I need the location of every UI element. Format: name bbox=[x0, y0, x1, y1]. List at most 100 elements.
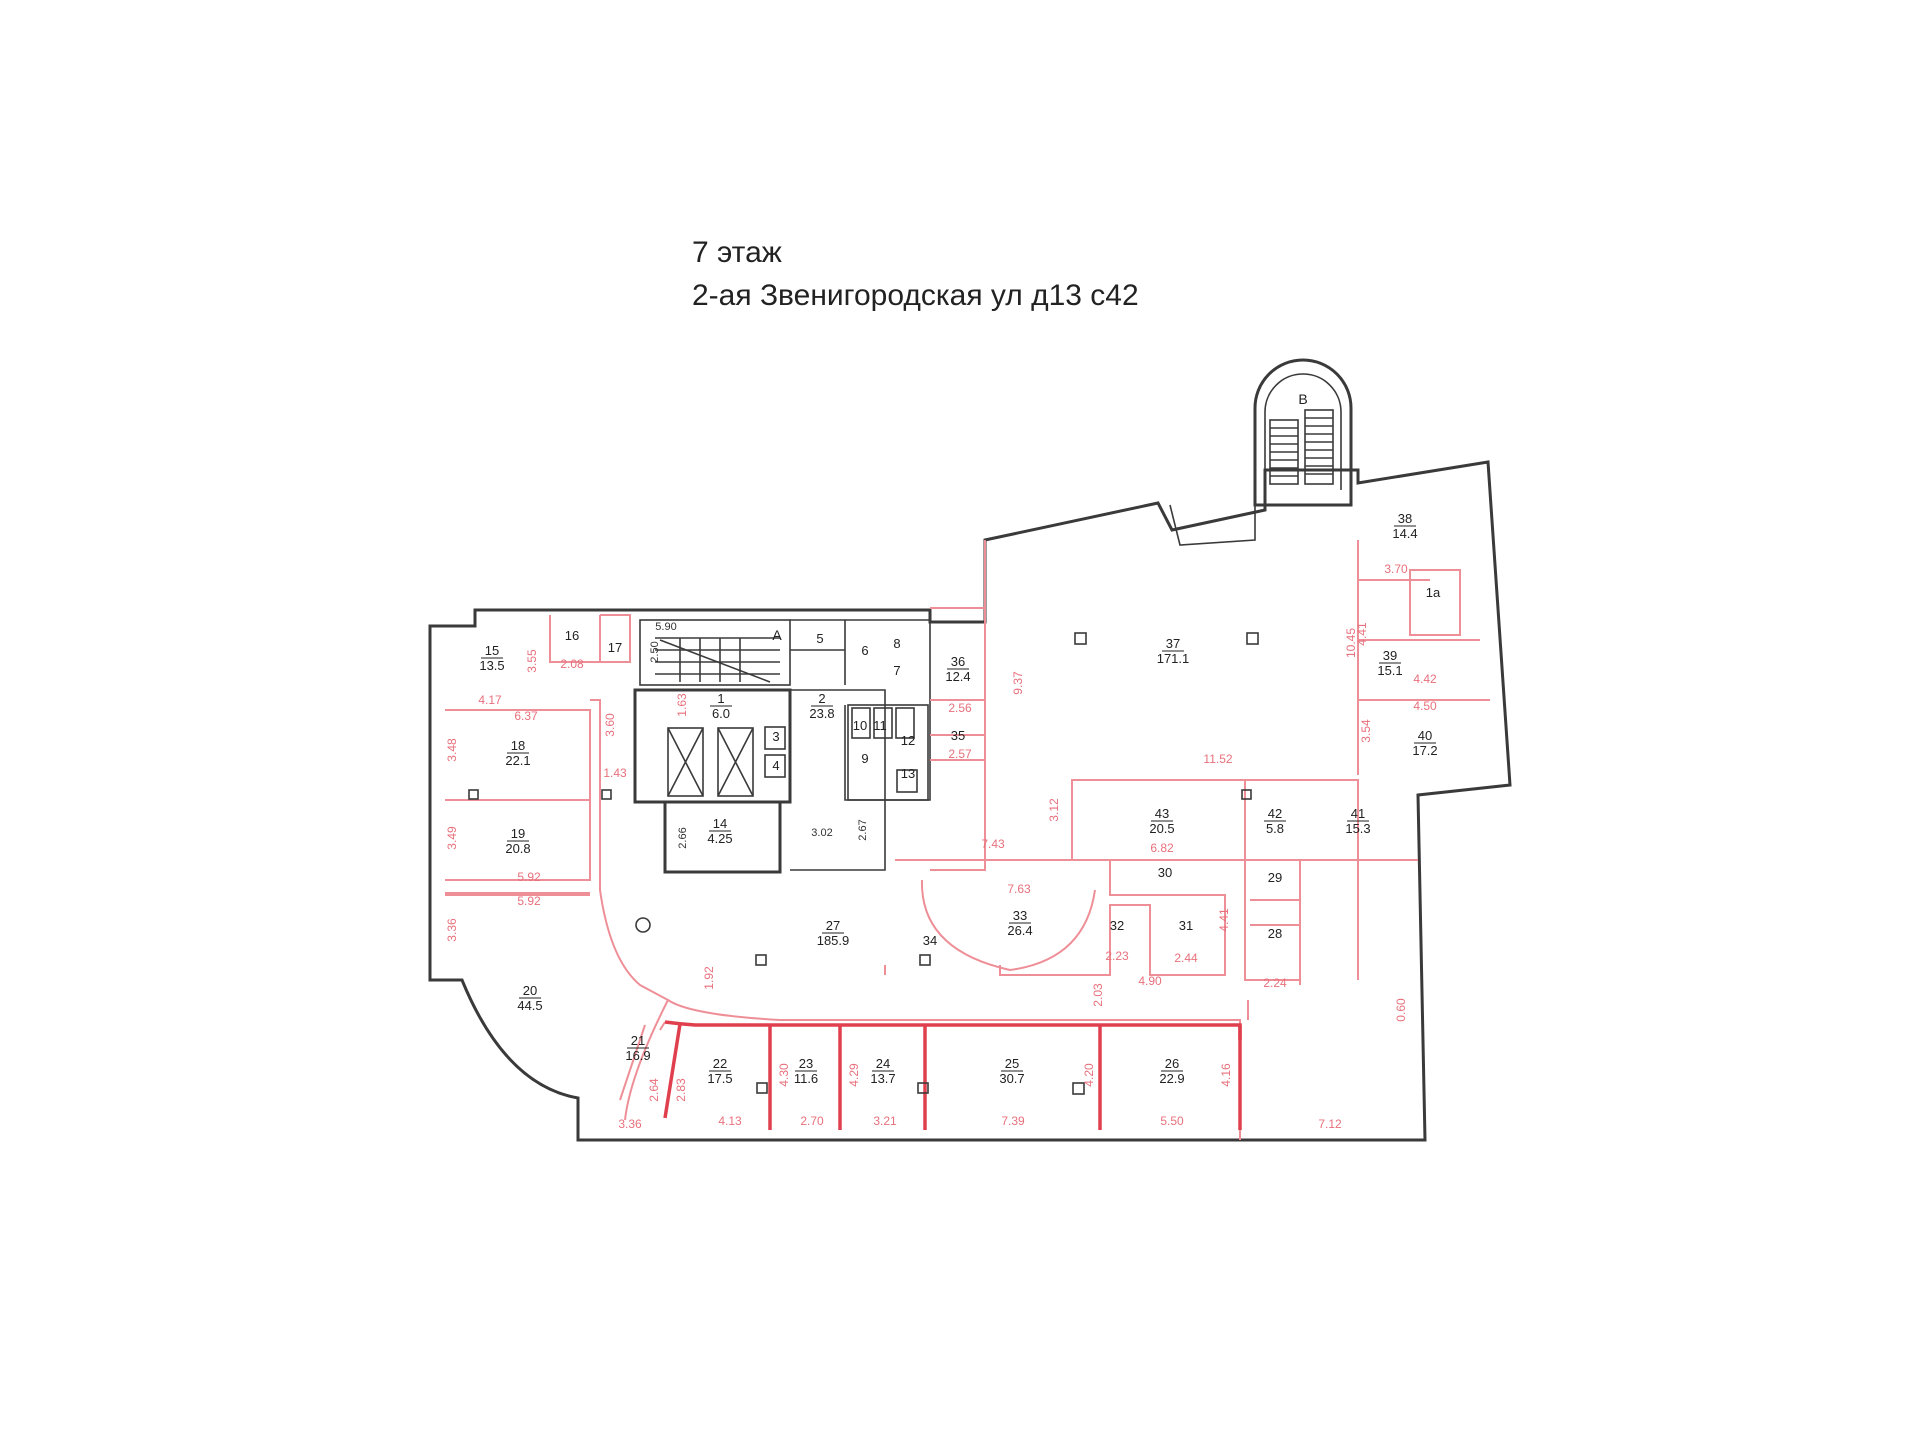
room-area: 20.8 bbox=[505, 841, 530, 856]
dimension-label: 2.67 bbox=[857, 819, 869, 840]
dimension-label: 7.63 bbox=[1007, 882, 1031, 896]
room-number: 8 bbox=[893, 636, 900, 651]
room-area: 30.7 bbox=[999, 1071, 1024, 1086]
office-row bbox=[663, 1020, 1242, 1130]
dimension-label: 2.56 bbox=[948, 701, 972, 715]
room-area: 12.4 bbox=[945, 669, 970, 684]
dimension-label: 2.66 bbox=[677, 827, 689, 848]
room-area: 4.25 bbox=[707, 831, 732, 846]
room-number: 14 bbox=[713, 816, 727, 831]
room-number: 16 bbox=[565, 628, 579, 643]
room-area: 17.5 bbox=[707, 1071, 732, 1086]
room-number: 5 bbox=[816, 631, 823, 646]
dimension-label: 3.21 bbox=[873, 1114, 897, 1128]
room-area: 26.4 bbox=[1007, 923, 1032, 938]
floor-title: 7 этаж bbox=[692, 236, 782, 269]
room-number: 38 bbox=[1398, 511, 1412, 526]
dimension-label: 5.90 bbox=[655, 621, 676, 633]
dimension-label: 4.30 bbox=[777, 1063, 791, 1087]
room-area: 171.1 bbox=[1157, 651, 1190, 666]
room-area: 11.6 bbox=[794, 1071, 818, 1086]
room-number: 28 bbox=[1268, 926, 1282, 941]
room-area: 5.8 bbox=[1266, 821, 1284, 836]
partitions bbox=[445, 540, 1490, 1140]
room-number: 42 bbox=[1268, 806, 1282, 821]
dimension-label: 5.92 bbox=[517, 870, 541, 884]
dimension-label: 4.42 bbox=[1413, 672, 1437, 686]
room-area: 185.9 bbox=[817, 933, 850, 948]
dimension-label: 2.08 bbox=[560, 657, 584, 671]
dimension-label: 1.92 bbox=[702, 966, 716, 990]
room-number: 6 bbox=[861, 643, 868, 658]
dimension-label: 4.41 bbox=[1217, 908, 1231, 932]
dimension-label: 11.52 bbox=[1203, 752, 1232, 766]
dimension-label: 3.02 bbox=[811, 827, 832, 839]
dimension-label: 6.82 bbox=[1150, 841, 1174, 855]
room-area: 13.5 bbox=[479, 658, 504, 673]
stair-b-label: В bbox=[1298, 391, 1307, 407]
room-number: 18 bbox=[511, 738, 525, 753]
room-number: 27 bbox=[826, 918, 840, 933]
room-number: 29 bbox=[1268, 870, 1282, 885]
room-number: 1 bbox=[717, 691, 724, 706]
room-number: 19 bbox=[511, 826, 525, 841]
dimension-label: 4.16 bbox=[1219, 1063, 1233, 1087]
dimension-label: 0.60 bbox=[1394, 998, 1408, 1022]
room-number: 37 bbox=[1166, 636, 1180, 651]
room-area: 20.5 bbox=[1149, 821, 1174, 836]
room-number: 23 bbox=[799, 1056, 813, 1071]
room-number: 25 bbox=[1005, 1056, 1019, 1071]
room-area: 13.7 bbox=[870, 1071, 895, 1086]
dimension-label: 1.63 bbox=[675, 693, 689, 717]
room-number: 22 bbox=[713, 1056, 727, 1071]
dimension-label: 6.37 bbox=[514, 709, 538, 723]
dimension-label: 3.55 bbox=[525, 649, 539, 673]
room-area: 44.5 bbox=[517, 998, 542, 1013]
room-area: 22.1 bbox=[505, 753, 530, 768]
room-number: 20 bbox=[523, 983, 537, 998]
dimension-label: 5.92 bbox=[517, 894, 541, 908]
dimension-label: 3.36 bbox=[618, 1117, 642, 1131]
dimension-label: 2.24 bbox=[1263, 976, 1287, 990]
dimension-label: 4.29 bbox=[847, 1063, 861, 1087]
stair-b-flights bbox=[1269, 409, 1334, 485]
room-area: 15.3 bbox=[1345, 821, 1370, 836]
dimension-label: 3.60 bbox=[603, 713, 617, 737]
room-number: 40 bbox=[1418, 728, 1432, 743]
room-number: 34 bbox=[923, 933, 937, 948]
room-number: 10 bbox=[853, 718, 867, 733]
room-number: 41 bbox=[1351, 806, 1365, 821]
dimension-label: 3.49 bbox=[445, 826, 459, 850]
dimension-label: 2.70 bbox=[800, 1114, 824, 1128]
room-number: 15 bbox=[485, 643, 499, 658]
dimension-label: 2.50 bbox=[649, 641, 661, 662]
dimension-label: 2.23 bbox=[1105, 949, 1129, 963]
room-number: 7 bbox=[893, 663, 900, 678]
room-number: 33 bbox=[1013, 908, 1027, 923]
dimension-label: 2.44 bbox=[1174, 951, 1198, 965]
room-area: 17.2 bbox=[1412, 743, 1437, 758]
room-number: 26 bbox=[1165, 1056, 1179, 1071]
room-number: 9 bbox=[861, 751, 868, 766]
room-number: 11 bbox=[873, 718, 887, 733]
dimension-label: 3.12 bbox=[1047, 798, 1061, 822]
dimension-label: 3.48 bbox=[445, 738, 459, 762]
room-number: 31 bbox=[1179, 918, 1193, 933]
stair-tower-b-wall bbox=[1253, 358, 1353, 507]
dimension-label: 1.43 bbox=[603, 766, 627, 780]
room-number: 30 bbox=[1158, 865, 1172, 880]
room-number: 24 bbox=[876, 1056, 890, 1071]
column-markers bbox=[468, 632, 1259, 1095]
dimension-label: 4.41 bbox=[1355, 622, 1369, 646]
outer-wall bbox=[428, 460, 1512, 1142]
core-block bbox=[633, 619, 931, 874]
room-number: 13 bbox=[901, 766, 915, 781]
room-number: 2 bbox=[818, 691, 825, 706]
dimension-label: 7.12 bbox=[1318, 1117, 1342, 1131]
room-number: 21 bbox=[631, 1033, 645, 1048]
dimension-label: 4.13 bbox=[718, 1114, 742, 1128]
room-number: 36 bbox=[951, 654, 965, 669]
room-number: 4 bbox=[772, 758, 779, 773]
dimension-label: 5.50 bbox=[1160, 1114, 1184, 1128]
